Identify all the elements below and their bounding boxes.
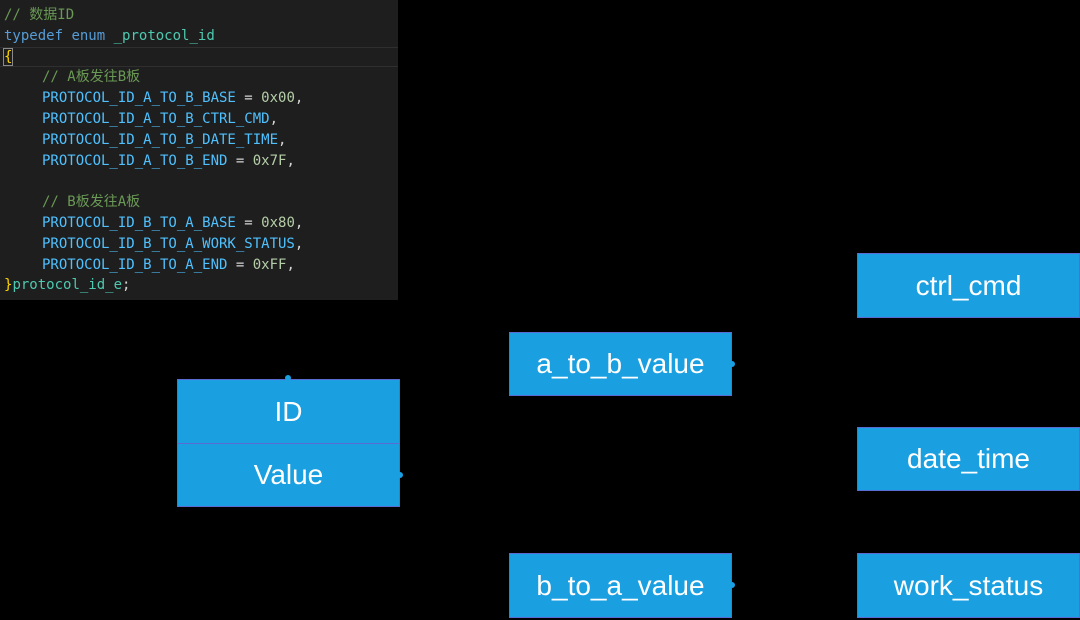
- code-line-blank: [0, 171, 398, 192]
- code-open-brace: {: [2, 47, 14, 66]
- a-to-b-value-box: a_to_b_value: [509, 332, 732, 396]
- code-enum-member: PROTOCOL_ID_A_TO_B_DATE_TIME: [42, 131, 279, 148]
- code-enum-member: PROTOCOL_ID_A_TO_B_END: [42, 152, 228, 169]
- code-line: // A板发往B板: [0, 67, 398, 88]
- connector-dot: [729, 361, 735, 367]
- code-keyword-enum: enum: [71, 27, 106, 44]
- connector-dot: [285, 375, 291, 381]
- work-status-box: work_status: [857, 553, 1080, 618]
- date-time-label: date_time: [907, 443, 1030, 474]
- a-to-b-value-label: a_to_b_value: [536, 348, 705, 379]
- code-line: PROTOCOL_ID_B_TO_A_BASE = 0x80,: [42, 214, 304, 231]
- b-to-a-value-box: b_to_a_value: [509, 553, 732, 618]
- id-field-box: ID: [177, 379, 400, 444]
- code-enum-member: PROTOCOL_ID_B_TO_A_WORK_STATUS: [42, 235, 295, 252]
- code-editor-panel: // 数据ID typedef enum _protocol_id { // A…: [0, 0, 398, 300]
- code-comment: // 数据ID: [4, 7, 75, 23]
- connector-dot: [397, 472, 403, 478]
- code-line: {: [0, 46, 398, 68]
- work-status-label: work_status: [893, 569, 1044, 601]
- code-line: typedef enum _protocol_id: [0, 26, 398, 47]
- code-enum-name: _protocol_id: [113, 27, 215, 44]
- code-enum-member: PROTOCOL_ID_B_TO_A_BASE: [42, 214, 236, 231]
- value-field-box: Value: [177, 443, 400, 507]
- connector-dot: [729, 582, 735, 588]
- code-enum-member: PROTOCOL_ID_A_TO_B_BASE: [42, 90, 236, 107]
- code-number: 0x00: [261, 90, 295, 107]
- code-keyword-typedef: typedef: [4, 27, 64, 44]
- code-line: PROTOCOL_ID_A_TO_B_CTRL_CMD,: [42, 110, 279, 127]
- code-line: PROTOCOL_ID_A_TO_B_END = 0x7F,: [42, 152, 295, 169]
- code-number: 0x7F: [252, 152, 287, 169]
- code-line: PROTOCOL_ID_A_TO_B_BASE = 0x00,: [42, 90, 304, 107]
- code-line: PROTOCOL_ID_A_TO_B_DATE_TIME,: [42, 131, 287, 148]
- code-comment: // B板发往A板: [42, 194, 141, 211]
- code-comment: // A板发往B板: [42, 69, 141, 86]
- value-field-label: Value: [253, 459, 324, 490]
- code-typedef-name: protocol_id_e: [12, 277, 123, 294]
- ctrl-cmd-label: ctrl_cmd: [915, 269, 1022, 301]
- b-to-a-value-label: b_to_a_value: [536, 569, 705, 601]
- code-number: 0xFF: [252, 256, 287, 273]
- code-number: 0x80: [261, 214, 295, 231]
- code-enum-member: PROTOCOL_ID_B_TO_A_END: [42, 256, 228, 273]
- code-line: PROTOCOL_ID_B_TO_A_WORK_STATUS,: [42, 235, 304, 252]
- code-enum-member: PROTOCOL_ID_A_TO_B_CTRL_CMD: [42, 110, 270, 127]
- code-line: PROTOCOL_ID_B_TO_A_END = 0xFF,: [42, 256, 295, 273]
- date-time-box: date_time: [857, 427, 1080, 491]
- code-line: }protocol_id_e;: [4, 277, 131, 294]
- code-close-brace: }: [4, 277, 13, 294]
- code-line: // 数据ID: [0, 5, 398, 26]
- ctrl-cmd-box: ctrl_cmd: [857, 253, 1080, 318]
- id-field-label: ID: [274, 395, 303, 427]
- code-line: // B板发往A板: [0, 192, 398, 213]
